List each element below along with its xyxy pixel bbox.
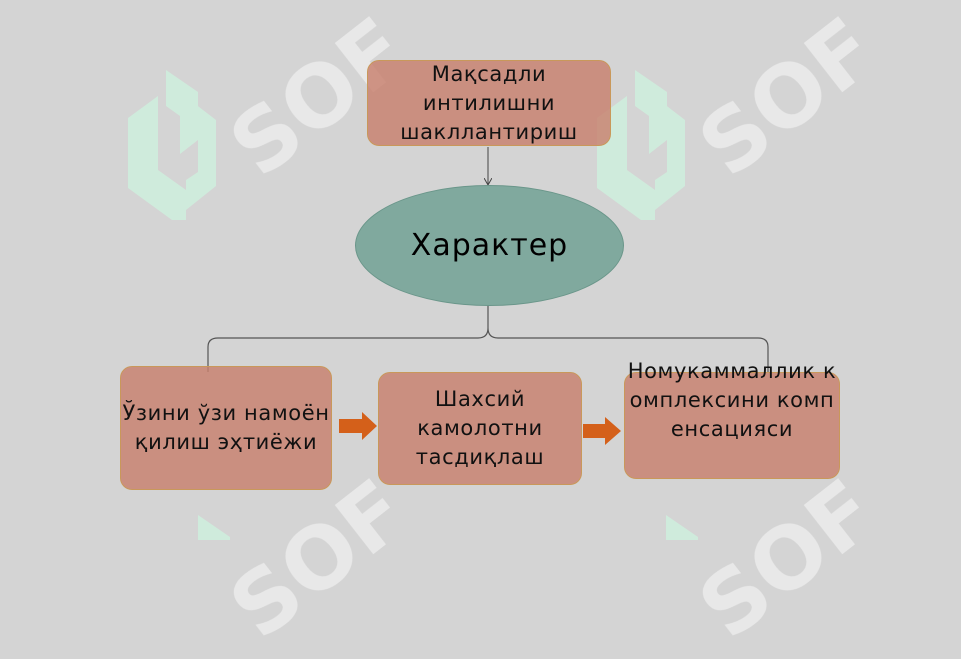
bottom-box-right-label: Номукаммаллик комплексини компенсацияси	[627, 359, 837, 441]
center-label: Характер	[410, 228, 569, 263]
diagram-connectors	[207, 147, 769, 445]
bottom-box-left-label: Ўзини ўзи намоён қилиш эҳтиёжи	[122, 401, 330, 454]
top-goal-box: Мақсадли интилишни шакллантириш	[367, 60, 611, 146]
slide: SOF SOF SOF SOF Мақсадли интилишни шаклл…	[120, 0, 895, 659]
bottom-box-middle-label: Шахсий камолотни тасдиқлаш	[415, 387, 545, 469]
brace-connector	[207, 305, 769, 372]
bottom-box-middle: Шахсий камолотни тасдиқлаш	[378, 372, 582, 485]
bottom-box-right: Номукаммаллик комплексини компенсацияси	[624, 359, 840, 479]
block-arrow-right	[583, 417, 621, 445]
top-goal-label: Мақсадли интилишни шакллантириш	[400, 61, 578, 144]
bottom-box-left: Ўзини ўзи намоён қилиш эҳтиёжи	[120, 366, 332, 490]
block-arrow-left	[339, 412, 377, 440]
center-ellipse: Характер	[355, 185, 624, 306]
